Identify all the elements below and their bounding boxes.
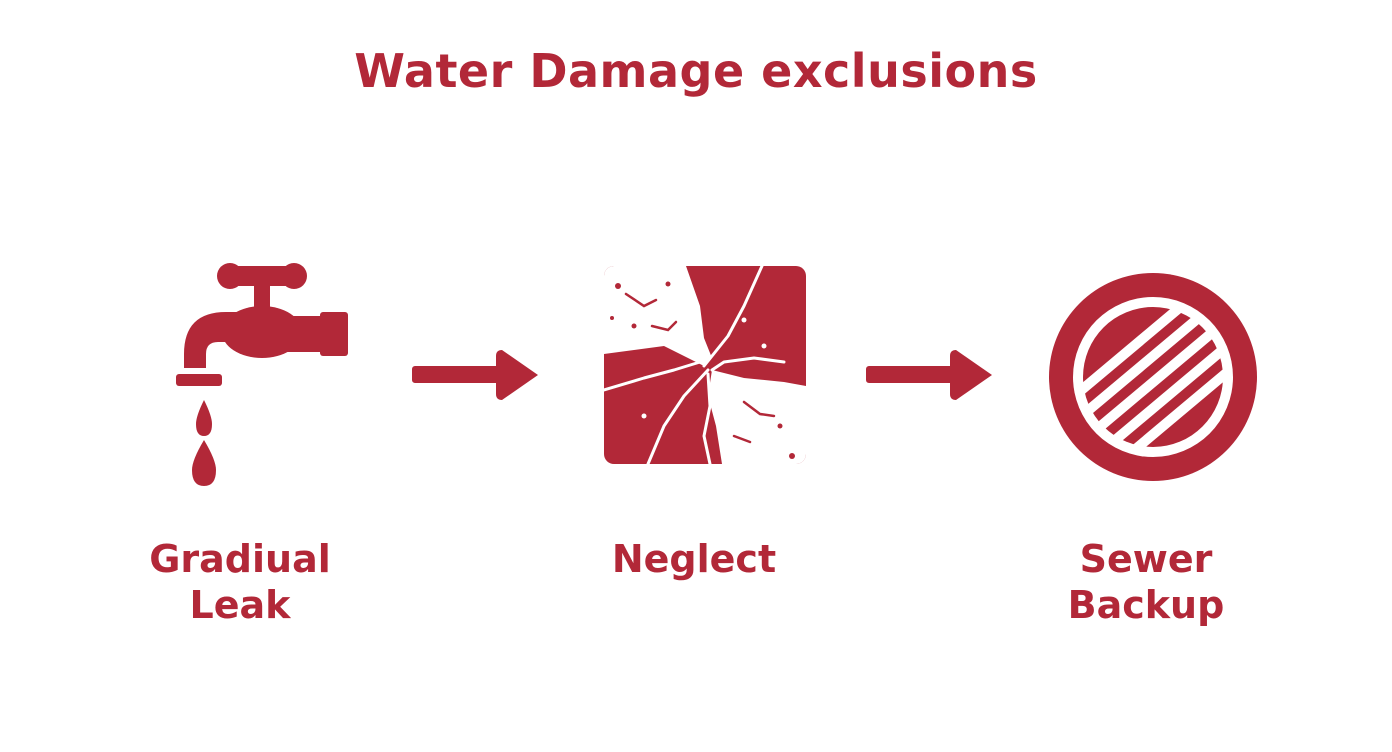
drain-grate-icon <box>1046 270 1260 484</box>
diagram-title: Water Damage exclusions <box>354 44 1038 98</box>
cracked-wall-icon <box>604 266 808 466</box>
step-label-neglect: Neglect <box>574 536 814 582</box>
step-label-line: Leak <box>189 583 291 627</box>
step-label-line: Sewer <box>1079 537 1213 581</box>
arrow-right-icon <box>866 346 996 404</box>
step-label-gradual-leak: Gradiual Leak <box>120 536 360 628</box>
step-label-line: Gradiual <box>149 537 331 581</box>
step-label-line: Neglect <box>611 537 777 581</box>
arrow-right-icon <box>412 346 542 404</box>
step-label-sewer-backup: Sewer Backup <box>1026 536 1266 628</box>
step-label-line: Backup <box>1067 583 1225 627</box>
faucet-drip-icon <box>170 258 355 490</box>
